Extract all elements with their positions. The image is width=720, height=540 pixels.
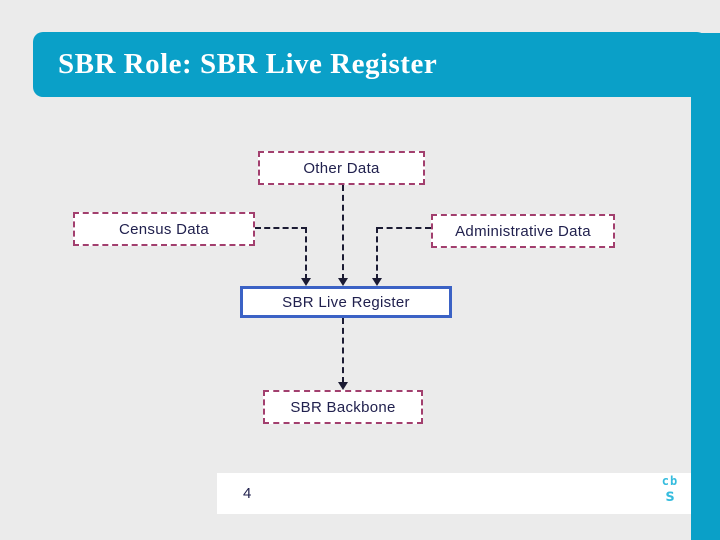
node-label: SBR Live Register (282, 293, 410, 311)
arrowhead-other-icon (338, 278, 348, 286)
node-label: Other Data (303, 159, 380, 177)
connector-census-elbow-v (305, 227, 307, 280)
node-label: SBR Backbone (290, 398, 396, 416)
cbs-logo-bottom: s (664, 486, 676, 506)
cbs-logo-icon: cb s (653, 475, 687, 505)
cbs-logo-top: cb (661, 474, 679, 488)
accent-right-bar (691, 33, 720, 540)
diagram-node-sbr-live-register: SBR Live Register (240, 286, 452, 318)
page-title: SBR Role: SBR Live Register (58, 48, 438, 80)
diagram-node-sbr-backbone: SBR Backbone (263, 390, 423, 424)
connector-census-elbow-h (255, 227, 307, 229)
arrowhead-admin-icon (372, 278, 382, 286)
page-number: 4 (243, 485, 252, 502)
arrowhead-census-icon (301, 278, 311, 286)
diagram-node-census-data: Census Data (73, 212, 255, 246)
connector-live-to-backbone (342, 318, 344, 383)
diagram-node-other-data: Other Data (258, 151, 425, 185)
connector-admin-elbow-v (376, 227, 378, 280)
title-banner: SBR Role: SBR Live Register (33, 32, 707, 97)
node-label: Administrative Data (455, 222, 591, 240)
diagram-node-administrative-data: Administrative Data (431, 214, 615, 248)
connector-other-to-live (342, 185, 344, 280)
arrowhead-backbone-icon (338, 382, 348, 390)
connector-admin-elbow-h (377, 227, 431, 229)
footer-strip: 4 cb s (217, 473, 691, 514)
node-label: Census Data (118, 220, 209, 238)
